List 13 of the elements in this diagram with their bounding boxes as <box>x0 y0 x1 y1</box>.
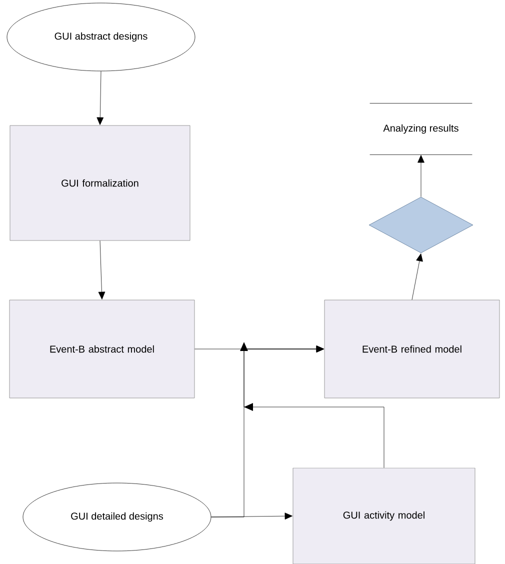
arrow <box>412 254 423 300</box>
process-box: Event-B refined model <box>324 300 500 398</box>
decision-diamond <box>368 196 474 254</box>
data-store: Analyzing results <box>370 103 472 155</box>
process-box: Event-B abstract model <box>9 300 195 398</box>
arrow <box>244 346 384 468</box>
arrow <box>96 71 104 125</box>
ellipse-node: GUI abstract designs <box>6 2 196 72</box>
process-box: GUI formalization <box>10 125 190 241</box>
arrow <box>98 240 106 300</box>
process-box: GUI activity model <box>292 468 476 564</box>
ellipse-node: GUI detailed designs <box>22 482 212 552</box>
arrow <box>418 155 424 197</box>
